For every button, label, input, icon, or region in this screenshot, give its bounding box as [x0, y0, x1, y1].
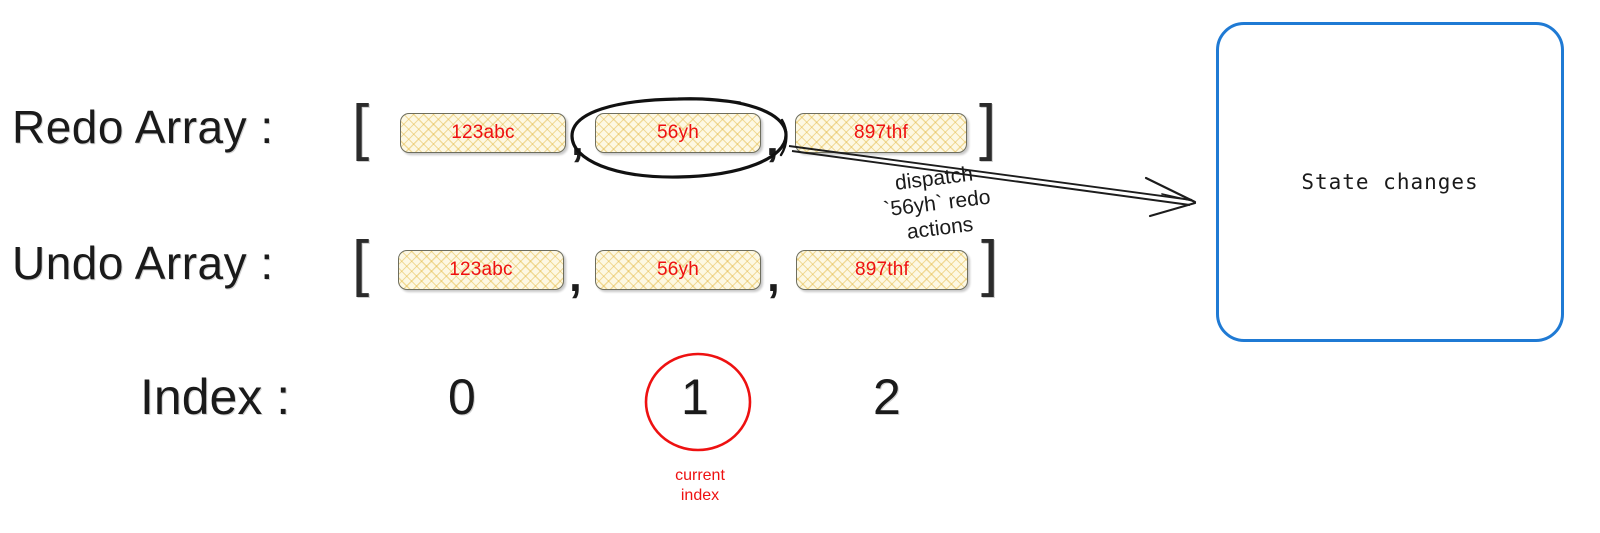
redo-array-item-1[interactable]: 56yh: [595, 113, 761, 153]
redo-array-close-bracket: ]: [979, 93, 997, 162]
undo-array-separator-0: ,: [569, 249, 582, 301]
undo-array-separator-1: ,: [767, 249, 780, 301]
dispatch-redo-annotation: dispatch `56yh` redo actions: [882, 162, 992, 244]
redo-array-separator-1: ,: [766, 113, 779, 165]
undo-array-label: Undo Array :: [12, 237, 274, 289]
state-changes-node-label: State changes: [1301, 170, 1479, 194]
index-value-0: 0: [448, 369, 476, 425]
redo-array-open-bracket: [: [352, 93, 370, 162]
index-row-label: Index :: [140, 369, 291, 425]
current-index-caption: current index: [640, 466, 760, 506]
undo-array-open-bracket: [: [352, 229, 370, 298]
undo-array-item-0[interactable]: 123abc: [398, 250, 564, 290]
undo-array-close-bracket: ]: [981, 229, 999, 298]
undo-array-item-0-text: 123abc: [449, 259, 513, 280]
redo-array-item-0-text: 123abc: [451, 122, 515, 143]
undo-array-item-2[interactable]: 897thf: [796, 250, 968, 290]
redo-array-item-2[interactable]: 897thf: [795, 113, 967, 153]
current-index-caption-line-1: current: [675, 467, 725, 484]
redo-array-label: Redo Array :: [12, 101, 274, 153]
undo-array-item-2-text: 897thf: [854, 259, 910, 280]
redo-array-separator-0: ,: [571, 113, 584, 165]
index-value-2: 2: [873, 369, 901, 425]
current-index-caption-line-2: index: [680, 487, 720, 504]
undo-array-item-1[interactable]: 56yh: [595, 250, 761, 290]
redo-array-item-2-text: 897thf: [853, 122, 909, 143]
state-changes-node[interactable]: State changes: [1216, 22, 1564, 342]
redo-array-item-1-text: 56yh: [656, 122, 699, 143]
undo-array-item-1-text: 56yh: [656, 259, 699, 280]
index-value-1: 1: [681, 369, 709, 425]
redo-array-item-0[interactable]: 123abc: [400, 113, 566, 153]
